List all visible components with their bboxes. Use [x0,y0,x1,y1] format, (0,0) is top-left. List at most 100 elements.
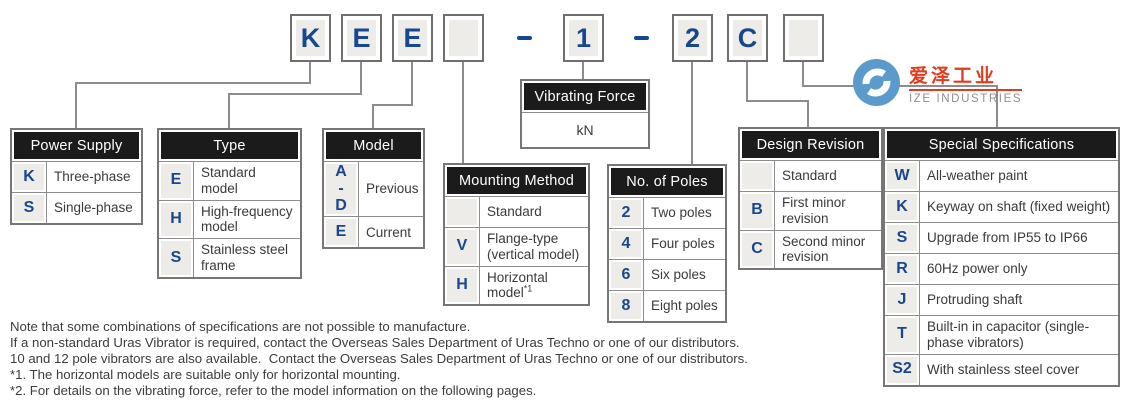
code-letter-cell: T [887,318,917,352]
description-cell: Two poles [643,198,725,228]
table-row: Standard [445,196,588,227]
code-letter-cell: C [742,232,772,267]
code-letter-cell: 6 [611,262,641,288]
table-row: Standard [740,160,881,191]
description-cell: High-frequency model [193,200,300,239]
connector-line [228,93,362,95]
logo-swirl-icon [853,59,900,106]
description-cell: Current [358,217,423,248]
connector-line [802,62,804,87]
description-cell: 60Hz power only [919,254,1118,284]
connector-line [228,93,230,128]
code-char: C [733,20,762,56]
code-letter-cell: B [742,194,772,228]
note-line: 10 and 12 pole vibrators are also availa… [10,350,748,366]
connector-line [372,104,374,128]
connector-line [802,85,998,87]
code-letter-cell: H [161,202,191,237]
code-letter-cell: E [161,164,191,198]
code-char: 1 [569,20,598,56]
description-cell: Eight poles [643,291,725,321]
description-cell: Horizontal model*1 [479,266,588,305]
connector-line [75,82,311,84]
table-header: Type [161,132,298,159]
code-box-1: 1 [563,14,604,62]
code-letter-cell: J [887,287,917,313]
code-char [789,20,818,56]
code-char: E [398,20,427,56]
description-cell: Three-phase [46,162,141,192]
connector-line [309,62,311,83]
connector-line [582,62,584,79]
note-line: If a non-standard Uras Vibrator is requi… [10,334,740,350]
connector-line [462,62,464,163]
footnotes: Note that some combinations of specifica… [10,319,748,399]
description-cell: Built-in in capacitor (single-phase vibr… [919,316,1118,354]
logo-cn-text: 爱泽工业 [909,67,1023,91]
table-header: Model [326,132,421,159]
code-letter-cell: W [887,163,917,189]
code-box-K: K [290,14,331,62]
description-cell: Keyway on shaft (fixed weight) [919,192,1118,222]
vibrating-force-box: Vibrating Force kN [520,79,650,149]
code-letter-cell: 8 [611,293,641,319]
code-letter-cell: 2 [611,200,641,226]
code-letter-cell [447,199,477,225]
connector-line [411,62,413,106]
note-line: *1. The horizontal models are suitable o… [10,366,401,382]
description-cell: With stainless steel cover [919,354,1118,385]
code-letter-cell [742,163,772,189]
description-cell: Four poles [643,229,725,259]
connector-line [746,62,748,102]
description-cell: Standard model [193,162,300,200]
code-box-E: E [392,14,433,62]
code-letter-cell: 4 [611,231,641,257]
code-char [449,20,478,56]
description-cell: Standard [479,197,588,227]
code-letter-cell: R [887,256,917,282]
table-header: No. of Poles [611,168,723,195]
vibrating-force-unit: kN [522,112,648,147]
table-header: Design Revision [742,131,879,158]
code-letter-cell: H [447,268,477,303]
description-cell: Protruding shaft [919,285,1118,315]
code-letter-cell: K [14,164,44,190]
description-cell: Previous [358,162,424,217]
ize-industries-logo: 爱泽工业 IZE INDUSTRIES [853,59,1023,106]
table-header: Special Specifications [887,131,1116,158]
description-cell: Single-phase [46,193,141,223]
connector-line [996,85,998,127]
description-cell: Standard [774,161,881,191]
description-cell: Second minor revision [774,230,881,269]
code-letter-cell: A - D [326,163,356,215]
code-box-blank [783,14,824,62]
code-letter-cell: V [447,230,477,264]
connector-line [75,82,77,128]
table-header: Mounting Method [447,167,586,194]
code-box-C: C [727,14,768,62]
